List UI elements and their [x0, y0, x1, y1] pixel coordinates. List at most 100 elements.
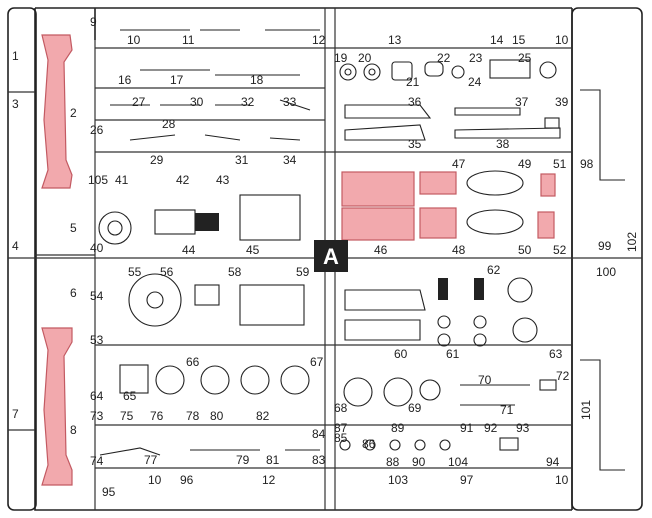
label-32: 32: [241, 95, 255, 109]
label-100: 100: [596, 265, 616, 279]
label-40: 40: [90, 241, 104, 255]
label-91: 91: [460, 421, 474, 435]
label-46: 46: [374, 243, 388, 257]
label-92: 92: [484, 421, 498, 435]
label-50: 50: [518, 243, 532, 257]
label-8: 8: [70, 423, 77, 437]
label-22: 22: [437, 51, 451, 65]
label-72: 72: [556, 369, 570, 383]
label-15: 15: [512, 33, 526, 47]
label-12b: 12: [262, 473, 276, 487]
sprue-letter-badge: A: [314, 240, 348, 272]
label-16: 16: [118, 73, 132, 87]
label-49: 49: [518, 157, 532, 171]
label-18: 18: [250, 73, 264, 87]
label-33: 33: [283, 95, 297, 109]
label-84: 84: [312, 427, 326, 441]
part-sketches: [98, 29, 625, 471]
part-48-highlight: [419, 207, 457, 239]
label-51: 51: [553, 157, 567, 171]
label-25: 25: [518, 51, 532, 65]
part-8-highlight: [41, 327, 73, 486]
label-65: 65: [123, 389, 137, 403]
label-69: 69: [408, 401, 422, 415]
label-54: 54: [90, 289, 104, 303]
label-74: 74: [90, 454, 104, 468]
label-56: 56: [160, 265, 174, 279]
part-46-lower-highlight: [341, 207, 415, 241]
label-97: 97: [460, 473, 474, 487]
sprue-letter: A: [323, 244, 339, 269]
label-99: 99: [598, 239, 612, 253]
label-35: 35: [408, 137, 422, 151]
label-39: 39: [555, 95, 569, 109]
label-34: 34: [283, 153, 297, 167]
label-19: 19: [334, 51, 348, 65]
label-62: 62: [487, 263, 501, 277]
label-43: 43: [216, 173, 230, 187]
label-26: 26: [90, 123, 104, 137]
part-2-highlight: [41, 34, 73, 189]
label-60: 60: [394, 347, 408, 361]
horizontal-runners: [8, 47, 642, 469]
label-95: 95: [102, 485, 116, 499]
label-11: 11: [182, 33, 195, 47]
highlighted-parts: [41, 34, 556, 486]
label-83: 83: [312, 453, 326, 467]
label-44: 44: [182, 243, 196, 257]
label-78: 78: [186, 409, 200, 423]
vertical-runners: [35, 8, 336, 510]
label-105: 105: [88, 173, 108, 187]
label-10b: 10: [555, 33, 569, 47]
label-9: 9: [90, 15, 97, 29]
right-rail: [571, 7, 643, 511]
label-82: 82: [256, 409, 270, 423]
label-1: 1: [12, 49, 19, 63]
label-70: 70: [478, 373, 492, 387]
label-71: 71: [500, 403, 514, 417]
label-58: 58: [228, 265, 242, 279]
label-59: 59: [296, 265, 310, 279]
label-66: 66: [186, 355, 200, 369]
label-85: 85: [334, 431, 348, 445]
label-94: 94: [546, 455, 560, 469]
label-75: 75: [120, 409, 134, 423]
label-63: 63: [549, 347, 563, 361]
label-48: 48: [452, 243, 466, 257]
label-80: 80: [210, 409, 224, 423]
part-51-highlight: [540, 173, 556, 197]
left-rail: [7, 7, 37, 511]
label-36: 36: [408, 95, 422, 109]
label-104: 104: [448, 455, 468, 469]
label-7: 7: [12, 407, 19, 421]
label-77: 77: [144, 453, 158, 467]
label-5: 5: [70, 221, 77, 235]
label-10d: 10: [555, 473, 569, 487]
label-76: 76: [150, 409, 164, 423]
label-21: 21: [406, 75, 420, 89]
label-89: 89: [391, 421, 405, 435]
label-45: 45: [246, 243, 260, 257]
label-88: 88: [386, 455, 400, 469]
label-2: 2: [70, 106, 77, 120]
label-23: 23: [469, 51, 483, 65]
label-14: 14: [490, 33, 504, 47]
label-79: 79: [236, 453, 250, 467]
label-102: 102: [625, 232, 639, 252]
label-86: 86: [362, 437, 376, 451]
label-81: 81: [266, 453, 280, 467]
label-93: 93: [516, 421, 530, 435]
label-98: 98: [580, 157, 594, 171]
sprue-badge-background: [314, 240, 348, 272]
label-30: 30: [190, 95, 204, 109]
label-53: 53: [90, 333, 104, 347]
label-37: 37: [515, 95, 529, 109]
label-67: 67: [310, 355, 324, 369]
label-10: 10: [127, 33, 141, 47]
label-6: 6: [70, 286, 77, 300]
label-55: 55: [128, 265, 142, 279]
label-87: 87: [334, 421, 348, 435]
label-90: 90: [412, 455, 426, 469]
